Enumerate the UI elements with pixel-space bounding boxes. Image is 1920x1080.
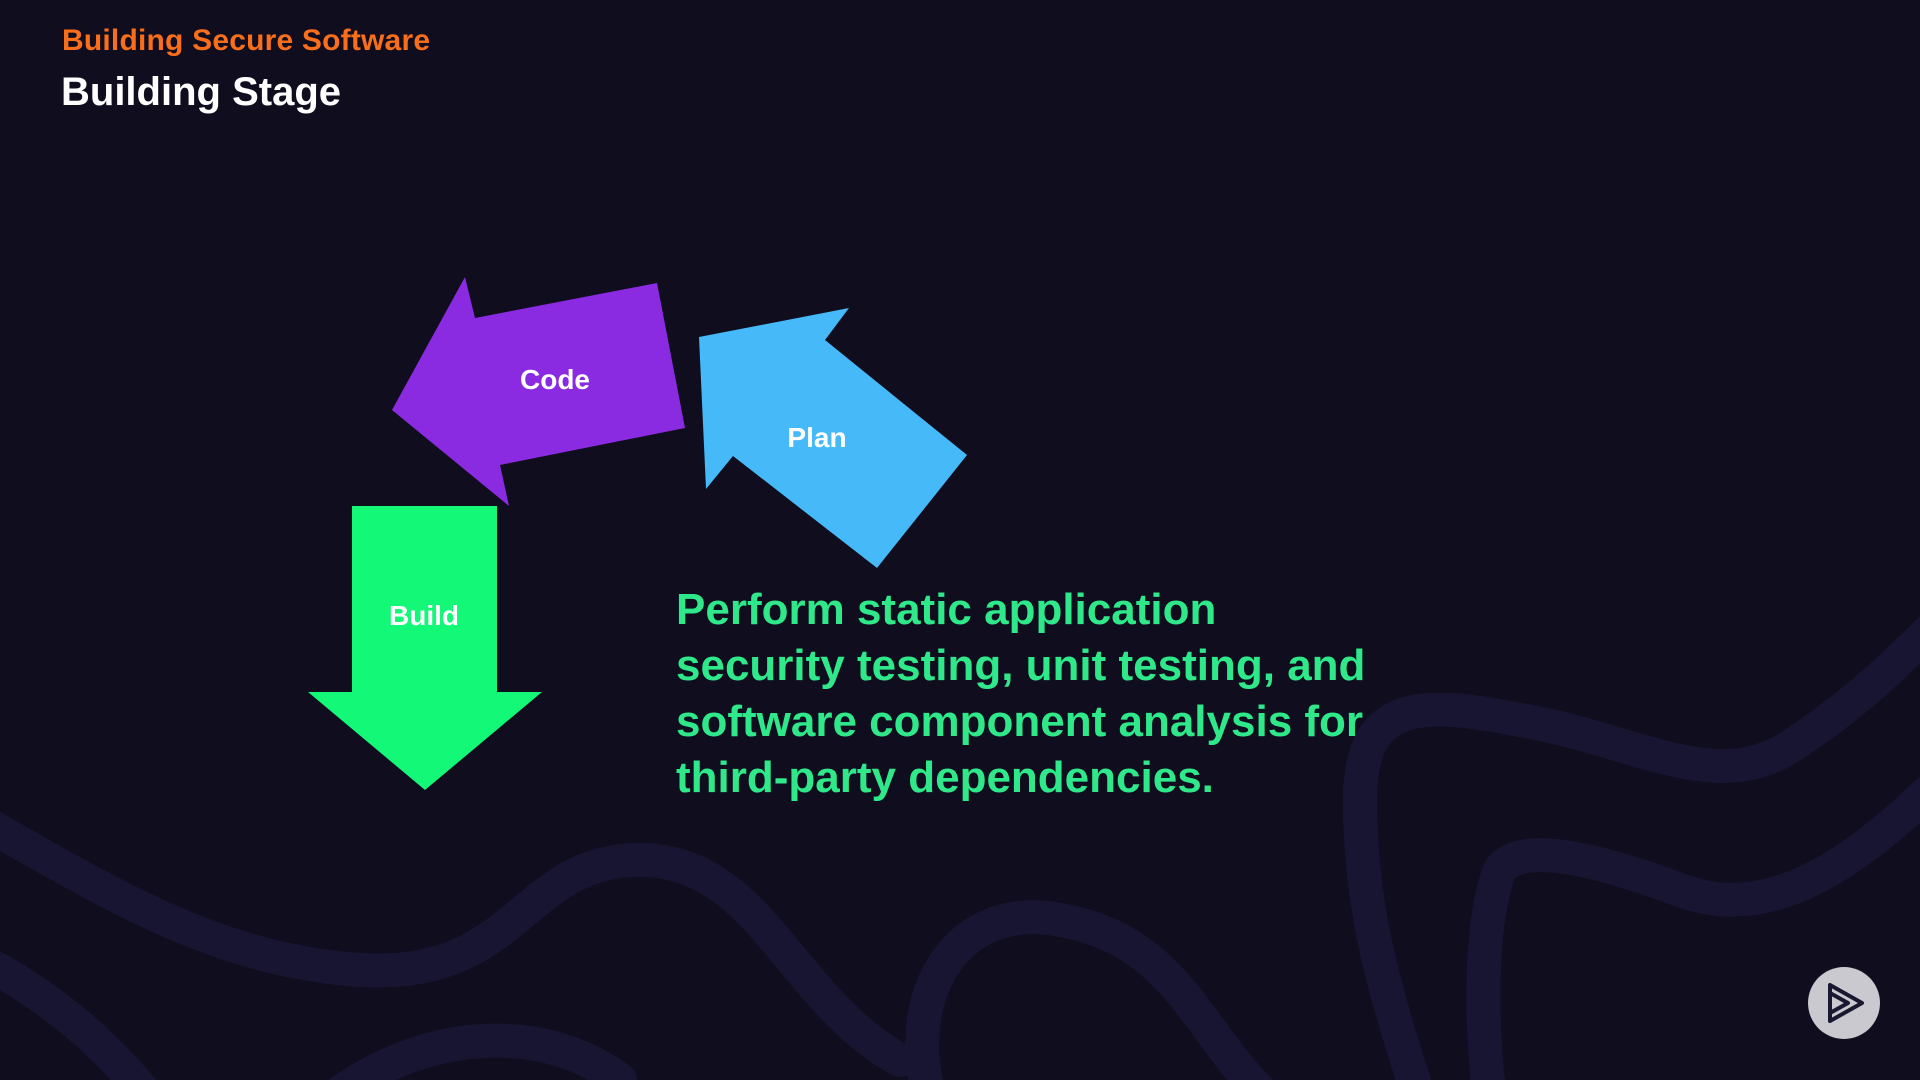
build-arrow-label: Build xyxy=(389,600,459,631)
code-arrow xyxy=(392,277,685,506)
plan-arrow xyxy=(699,308,967,568)
course-title: Building Secure Software xyxy=(62,24,431,57)
module-title: Building Stage xyxy=(61,70,341,114)
player-logo-button[interactable] xyxy=(1808,967,1880,1039)
plan-arrow-label: Plan xyxy=(787,422,847,453)
stage-description: Perform static application security test… xyxy=(676,585,1366,802)
code-arrow-label: Code xyxy=(520,364,590,395)
build-arrow xyxy=(308,506,542,790)
play-logo-icon xyxy=(1828,983,1864,1023)
